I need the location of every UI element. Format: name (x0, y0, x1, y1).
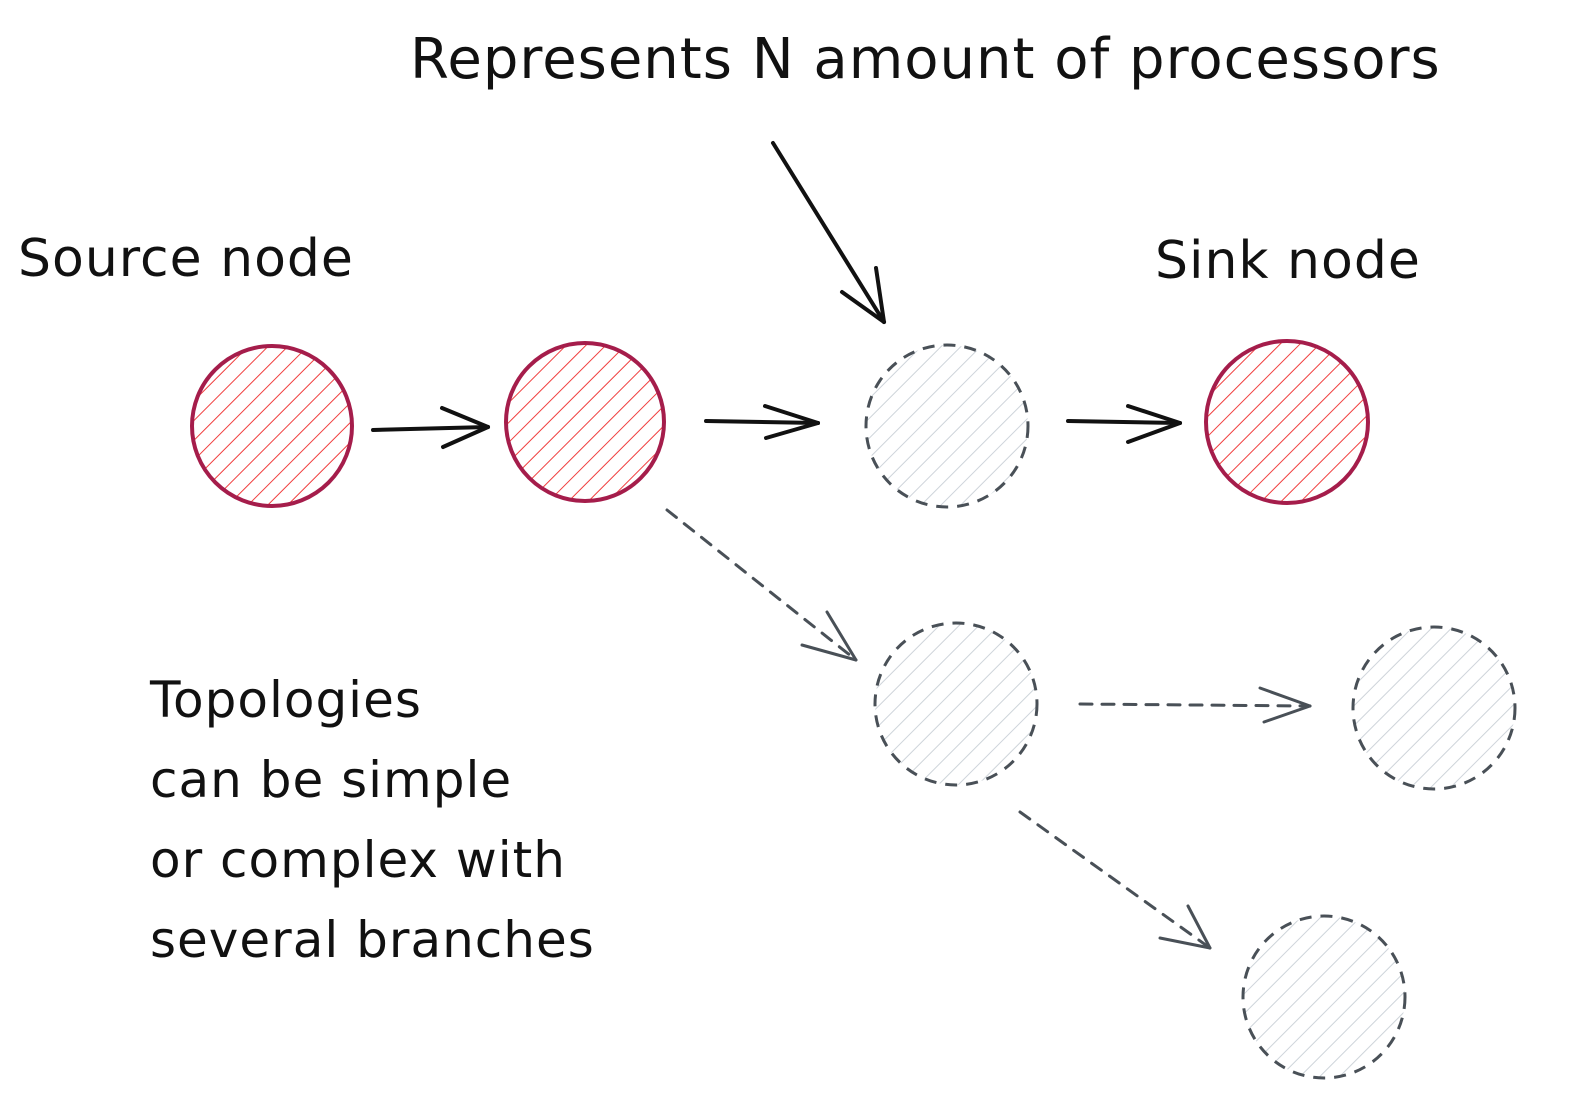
edge-branch-1-to-branch-2 (1078, 686, 1312, 724)
edge-processor-1-to-processor-n (704, 404, 820, 440)
branch-node-3 (1241, 914, 1407, 1080)
topology-note-line-4: several branches (150, 911, 595, 969)
source-node (190, 344, 354, 508)
processors-pointer-arrow (771, 141, 886, 324)
edge-branch-1-to-branch-3 (1018, 810, 1212, 950)
topology-note: Topologies can be simple or complex with… (149, 671, 595, 969)
source-node-label: Source node (18, 229, 354, 289)
processors-note: Represents N amount of processors (410, 27, 1441, 92)
processor-node-1 (504, 341, 666, 503)
edge-source-to-processor-1 (371, 406, 490, 449)
edge-processor-n-to-sink (1066, 404, 1182, 444)
branch-node-1 (873, 621, 1039, 787)
topology-note-line-1: Topologies (149, 671, 422, 729)
branch-node-2 (1351, 625, 1517, 791)
topology-note-line-3: or complex with (150, 831, 566, 889)
sink-node-label: Sink node (1155, 231, 1421, 291)
topology-note-line-2: can be simple (150, 751, 512, 809)
processor-node-n (864, 343, 1030, 509)
sink-node (1204, 339, 1370, 505)
edge-processor-1-to-branch-1 (665, 508, 858, 662)
